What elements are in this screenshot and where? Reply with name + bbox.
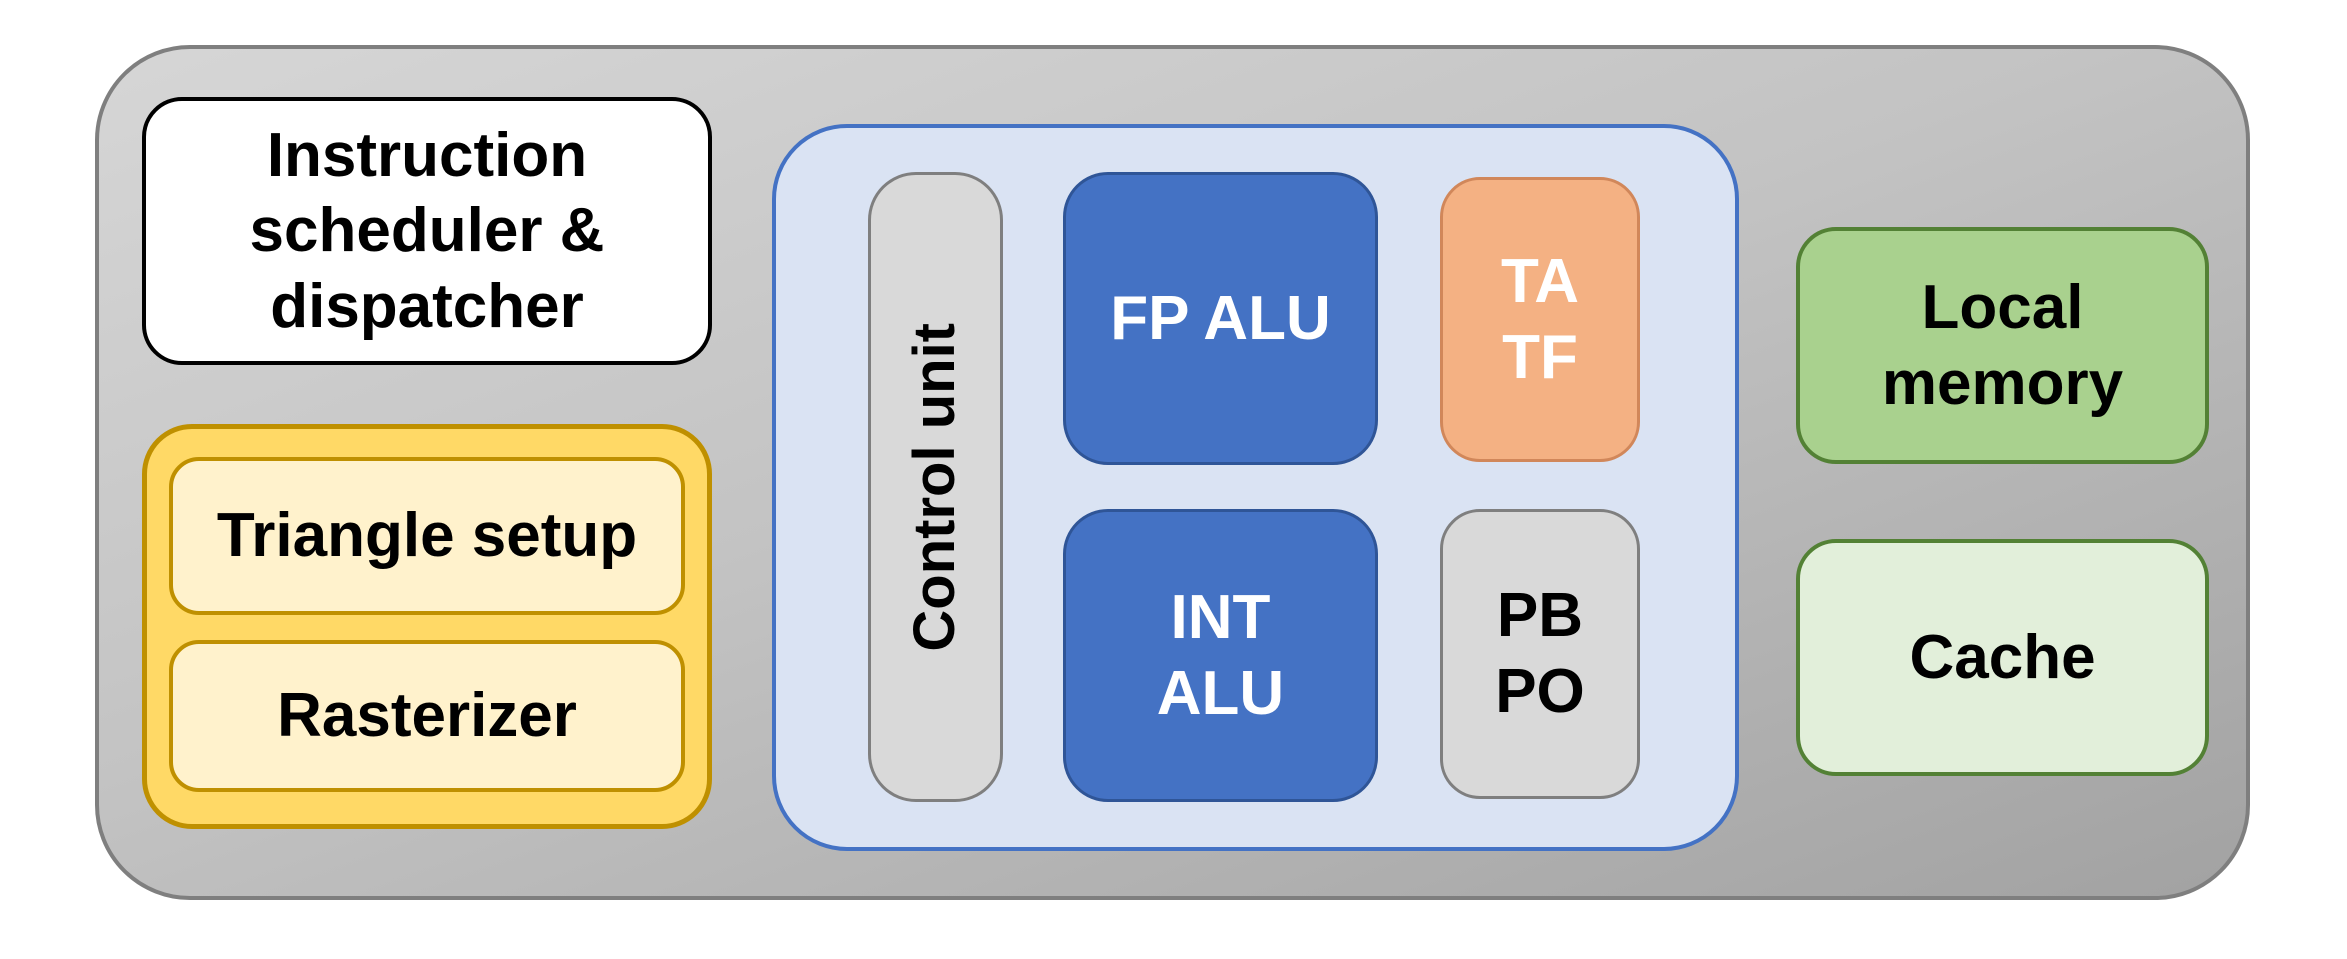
triangle-setup-block: Triangle setup xyxy=(169,457,685,615)
cache-block: Cache xyxy=(1796,539,2209,776)
control-unit-block: Control unit xyxy=(868,172,1003,802)
rasterizer-block: Rasterizer xyxy=(169,640,685,792)
int-alu-block: INT ALU xyxy=(1063,509,1378,802)
pb-po-label: PB PO xyxy=(1495,581,1585,726)
instruction-scheduler-block: Instruction scheduler & dispatcher xyxy=(142,97,712,365)
pb-po-block: PB PO xyxy=(1440,509,1640,799)
ta-tf-block: TA TF xyxy=(1440,177,1640,462)
fp-alu-block: FP ALU xyxy=(1063,172,1378,465)
local-memory-block: Local memory xyxy=(1796,227,2209,464)
rasterizer-label: Rasterizer xyxy=(277,681,577,751)
instruction-scheduler-label: Instruction scheduler & dispatcher xyxy=(249,120,605,341)
local-memory-label: Local memory xyxy=(1881,272,2124,418)
control-unit-label: Control unit xyxy=(902,322,968,652)
triangle-setup-label: Triangle setup xyxy=(216,501,638,571)
fp-alu-label: FP ALU xyxy=(1110,283,1331,353)
cache-label: Cache xyxy=(1909,622,2096,692)
int-alu-label: INT ALU xyxy=(1156,582,1285,728)
ta-tf-label: TA TF xyxy=(1500,246,1580,392)
